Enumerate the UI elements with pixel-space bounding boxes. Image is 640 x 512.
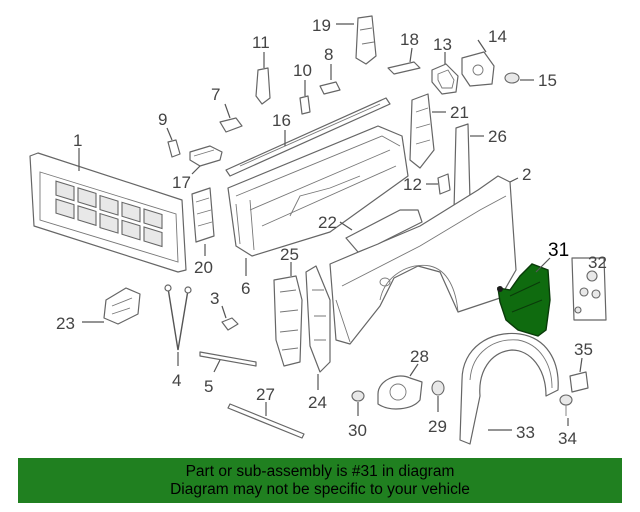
part-28-fuel-housing[interactable]: [377, 375, 423, 410]
callout-3[interactable]: 3: [210, 289, 219, 308]
callout-28[interactable]: 28: [410, 347, 429, 366]
part-27-sill-strip[interactable]: [227, 403, 305, 439]
callout-33[interactable]: 33: [516, 423, 535, 442]
part-29-grommet[interactable]: [431, 380, 445, 396]
part-4-support-cable[interactable]: [164, 284, 192, 351]
callout-35[interactable]: 35: [574, 340, 593, 359]
callout-25[interactable]: 25: [280, 245, 299, 264]
part-24-reinforcement[interactable]: [305, 265, 331, 373]
banner-part-line: Part or sub-assembly is #31 in diagram: [185, 463, 455, 480]
callout-16[interactable]: 16: [272, 111, 291, 130]
callout-24[interactable]: 24: [308, 393, 327, 412]
callout-9[interactable]: 9: [158, 110, 167, 129]
callout-14[interactable]: 14: [488, 27, 507, 46]
callout-4[interactable]: 4: [172, 371, 181, 390]
callout-13[interactable]: 13: [433, 35, 452, 54]
callout-30[interactable]: 30: [348, 421, 367, 440]
part-34-screw[interactable]: [559, 394, 573, 416]
callout-23[interactable]: 23: [56, 314, 75, 333]
part-1-tailgate[interactable]: [29, 152, 187, 273]
part-19-bracket[interactable]: [355, 15, 377, 65]
callout-2[interactable]: 2: [522, 165, 531, 184]
part-14-bracket[interactable]: [461, 51, 495, 87]
part-30-plug[interactable]: [351, 390, 365, 402]
part-15-plug[interactable]: [504, 72, 520, 84]
part-23-bracket[interactable]: [103, 287, 141, 325]
part-21-inner-pillar[interactable]: [409, 93, 435, 169]
callout-32[interactable]: 32: [588, 253, 607, 272]
callout-19[interactable]: 19: [312, 16, 331, 35]
part-7-bracket[interactable]: [219, 117, 243, 133]
callout-12[interactable]: 12: [403, 175, 422, 194]
part-32-splash-shield[interactable]: [571, 257, 607, 321]
callout-6[interactable]: 6: [241, 279, 250, 298]
callout-5[interactable]: 5: [204, 377, 213, 396]
part-20-pillar[interactable]: [191, 187, 215, 243]
callout-17[interactable]: 17: [172, 173, 191, 192]
part-25-rear-panel[interactable]: [273, 275, 303, 367]
callout-31-highlighted[interactable]: 31: [548, 240, 569, 261]
part-18-plate[interactable]: [387, 61, 421, 75]
callout-8[interactable]: 8: [324, 45, 333, 64]
part-5-seal-strip[interactable]: [199, 351, 257, 367]
exploded-parts-diagram: 1 20 17 9 7 16 11 10 8: [29, 15, 607, 448]
callout-7[interactable]: 7: [211, 85, 220, 104]
callout-20[interactable]: 20: [194, 258, 213, 277]
part-info-banner: Part or sub-assembly is #31 in diagram D…: [18, 458, 622, 503]
part-16-bed-rail[interactable]: [225, 97, 391, 177]
part-12-clip[interactable]: [437, 173, 451, 195]
callout-11[interactable]: 11: [252, 33, 270, 52]
callout-1[interactable]: 1: [73, 131, 82, 150]
callout-10[interactable]: 10: [293, 61, 312, 80]
part-11-striker[interactable]: [255, 67, 271, 105]
part-10-clip[interactable]: [299, 95, 311, 115]
part-9-clip[interactable]: [167, 139, 181, 158]
callout-21[interactable]: 21: [450, 103, 469, 122]
banner-disclaimer-line: Diagram may not be specific to your vehi…: [170, 481, 470, 498]
callout-26[interactable]: 26: [488, 127, 507, 146]
callout-34[interactable]: 34: [558, 429, 577, 448]
callout-27[interactable]: 27: [256, 385, 275, 404]
part-3-bumper[interactable]: [221, 317, 239, 331]
callout-29[interactable]: 29: [428, 417, 447, 436]
part-22-wheelhouse-brace[interactable]: [345, 209, 423, 253]
callout-15[interactable]: 15: [538, 71, 557, 90]
callout-22[interactable]: 22: [318, 213, 337, 232]
part-31-splash-shield-highlighted[interactable]: [497, 263, 551, 337]
part-33-wheelhouse-liner[interactable]: [459, 332, 559, 445]
part-8-bracket[interactable]: [319, 81, 341, 95]
part-13-seal[interactable]: [431, 63, 459, 95]
part-6-inner-box[interactable]: [227, 125, 409, 257]
part-2-box-side[interactable]: [329, 175, 517, 345]
callout-18[interactable]: 18: [400, 30, 419, 49]
part-35-bracket[interactable]: [569, 371, 589, 393]
part-17-bracket[interactable]: [189, 145, 223, 167]
